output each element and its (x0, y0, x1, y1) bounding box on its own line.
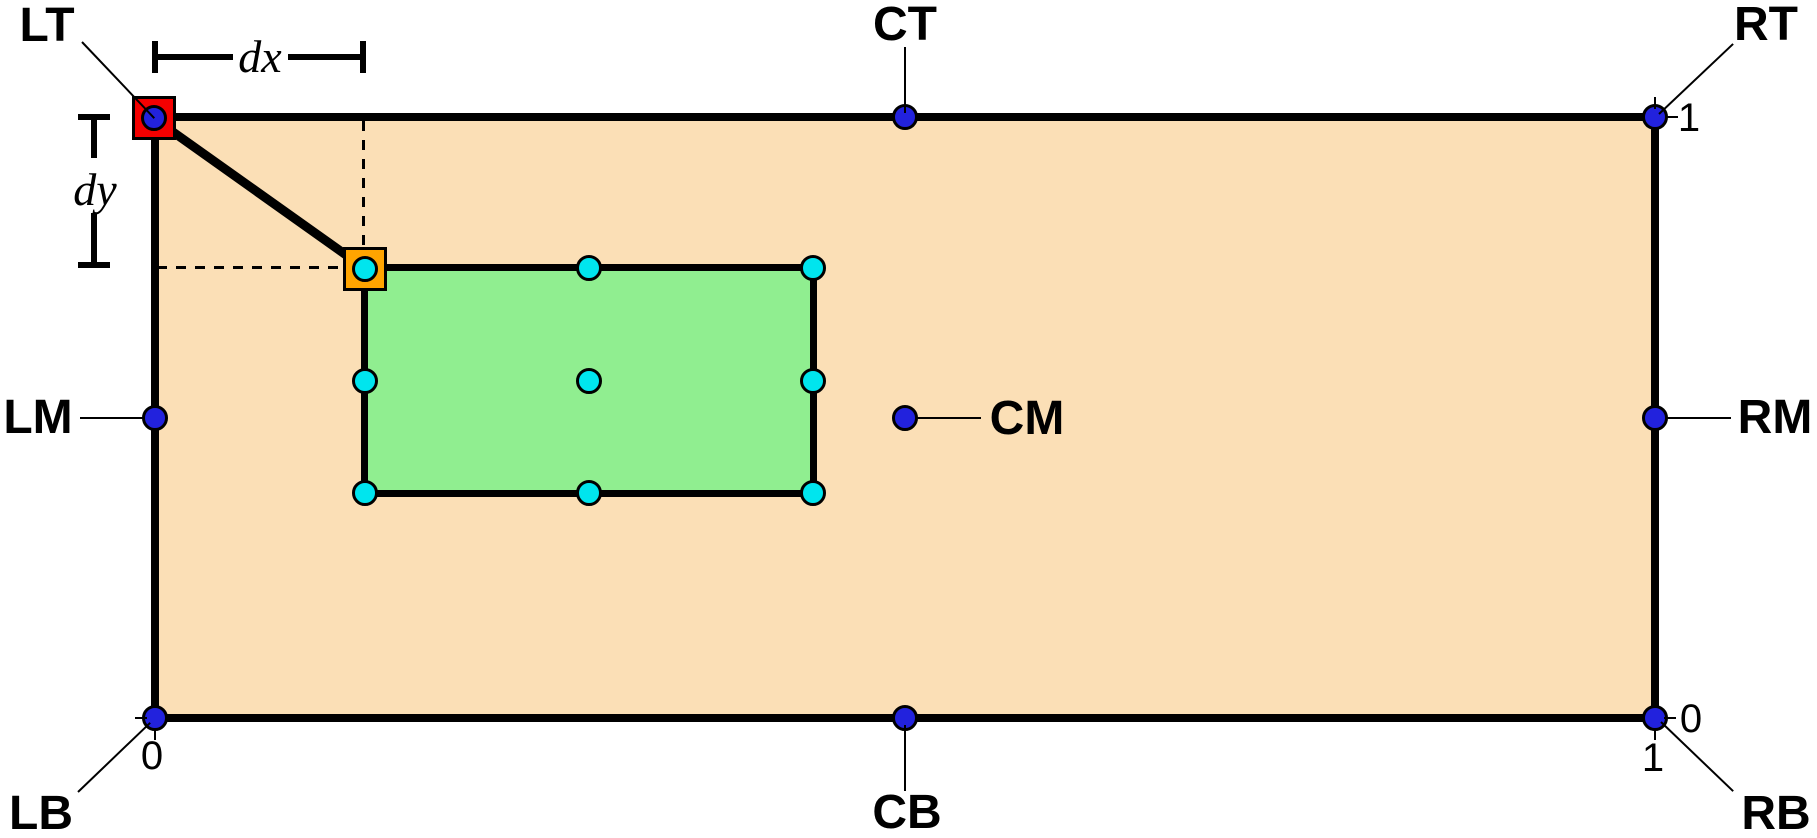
rb-tick-down (1654, 728, 1656, 740)
lm-leader-line (80, 417, 144, 419)
lb-leader-line (77, 722, 151, 793)
child-dot-lb (352, 480, 378, 506)
ct-leader-line (904, 47, 906, 113)
dy-label: dy (73, 164, 117, 215)
child-dot-lm (352, 368, 378, 394)
dy-bracket-line-top (91, 118, 97, 158)
child-dot-ct (576, 255, 602, 281)
child-dot-cb (576, 480, 602, 506)
anchor-dot-cm (892, 405, 918, 431)
child-dot-rt (800, 255, 826, 281)
dx-bracket-line-right (288, 54, 363, 60)
label-cm: CM (989, 392, 1065, 445)
dashed-guide-horizontal (157, 266, 344, 269)
child-dot-rb (800, 480, 826, 506)
rt-tick-right (1666, 116, 1678, 118)
cm-leader-line (916, 417, 981, 419)
dy-bracket-bottom-tick (78, 262, 110, 268)
lb-tick-down (154, 728, 156, 740)
anchor-dot-lm (142, 405, 168, 431)
dx-label: dx (238, 31, 282, 82)
dy-bracket-top-tick (78, 114, 110, 120)
label-rt: RT (1734, 0, 1798, 51)
child-dot-lt (352, 256, 378, 282)
dx-bracket-right-tick (360, 41, 366, 73)
anchor-dot-rm (1642, 405, 1668, 431)
label-rm: RM (1737, 391, 1813, 444)
label-lm: LM (3, 391, 73, 444)
coord-lb-zero: 0 (140, 734, 164, 778)
coord-rt-one: 1 (1677, 96, 1701, 140)
lb-tick-left (135, 717, 147, 719)
cb-leader-line (904, 725, 906, 791)
label-lb: LB (9, 787, 73, 838)
label-rb: RB (1741, 787, 1811, 838)
coord-rb-zero: 0 (1679, 697, 1703, 741)
coord-rb-one: 1 (1641, 736, 1665, 780)
rb-tick-right (1664, 717, 1676, 719)
rm-leader-line (1666, 417, 1731, 419)
label-lt: LT (19, 0, 75, 52)
label-cb: CB (872, 786, 942, 838)
child-dot-rm (800, 368, 826, 394)
lt-leader-line (81, 41, 156, 119)
rt-tick-up (1654, 97, 1656, 109)
dashed-guide-vertical (362, 121, 365, 248)
dx-bracket-line-left (155, 54, 233, 60)
label-ct: CT (873, 0, 937, 51)
child-dot-cm (576, 368, 602, 394)
dy-bracket-line-bottom (91, 213, 97, 264)
